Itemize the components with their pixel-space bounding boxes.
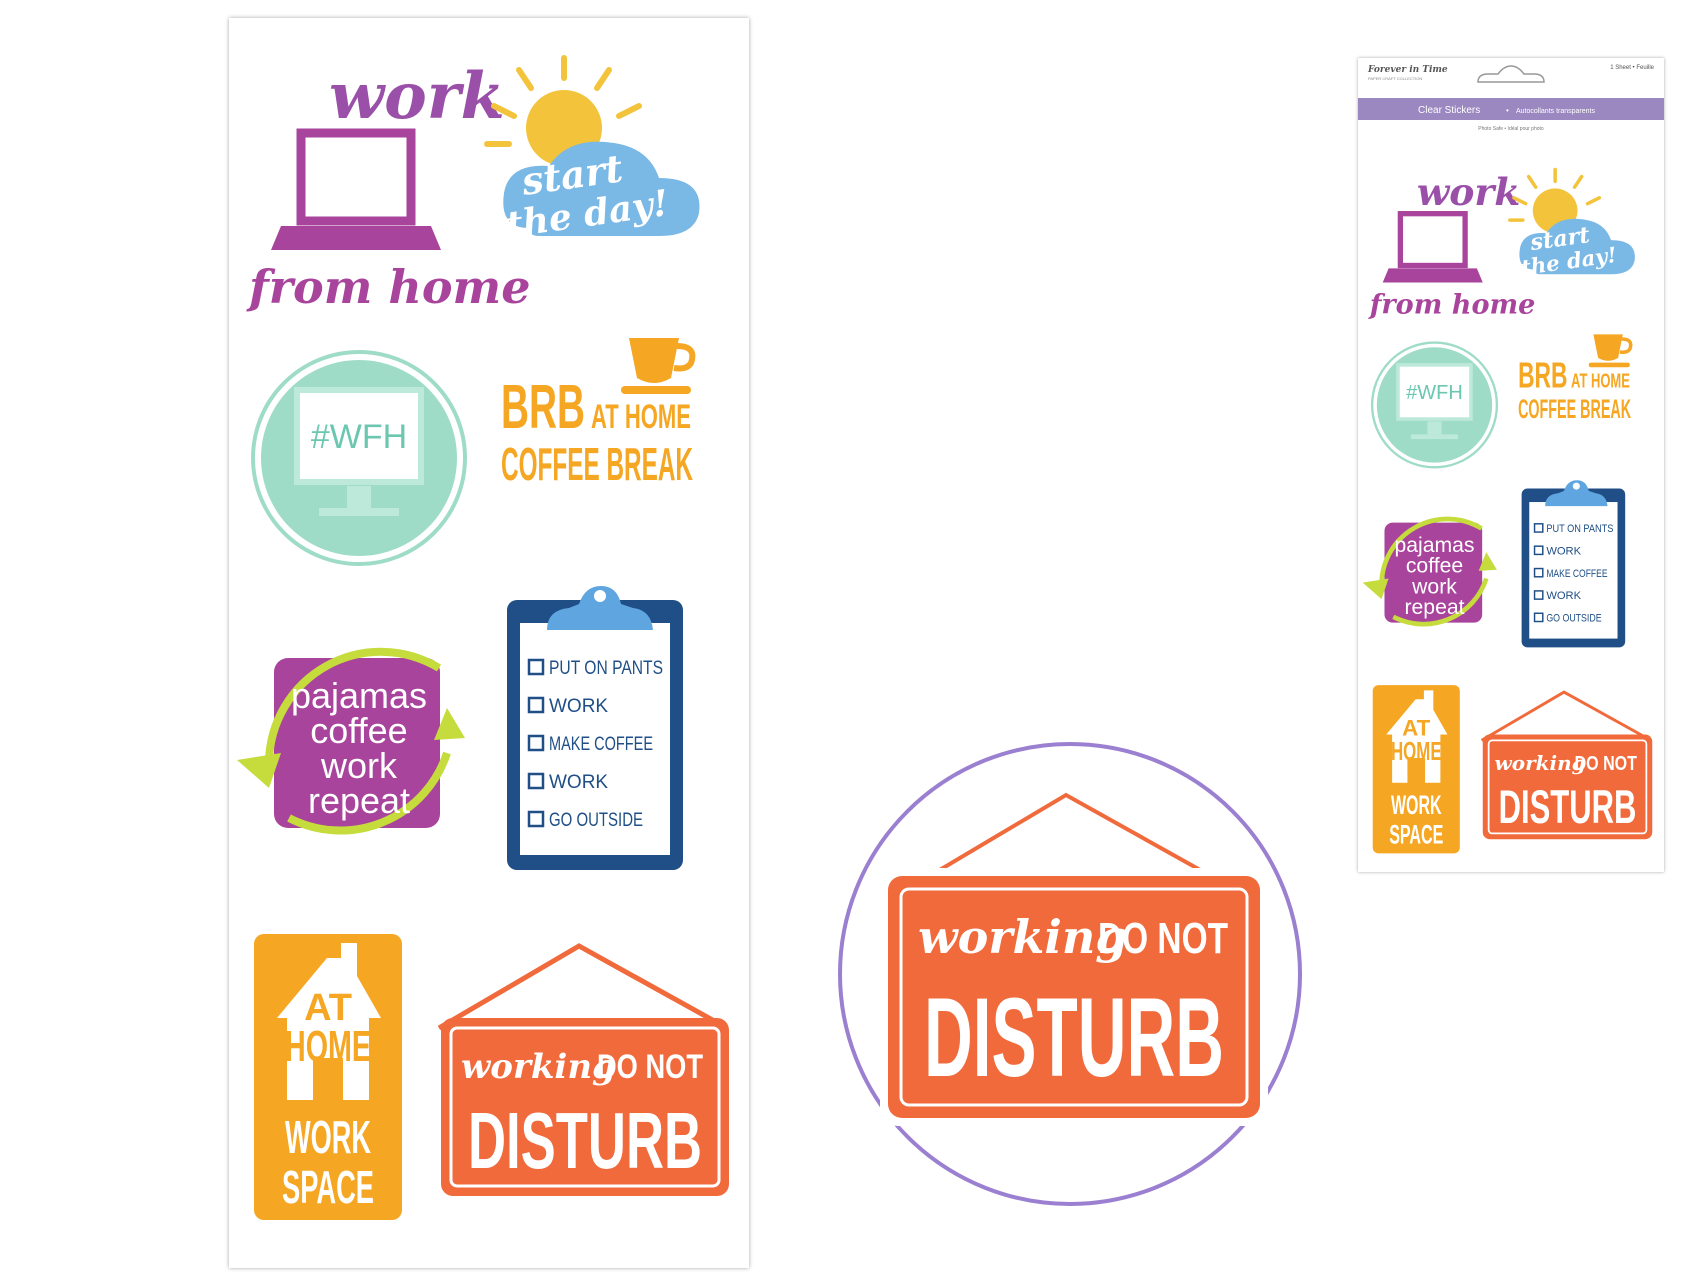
brand-name: Forever in Time <box>1367 65 1448 75</box>
disturb-text: DISTURB <box>468 1096 702 1185</box>
zoom-working-text: working <box>918 910 1127 964</box>
coffee-break-text: COFFEE BREAK <box>501 438 693 490</box>
zoom-artwork: working DO NOT DISTURB <box>838 742 1302 1206</box>
routine-line-pajamas: pajamas <box>291 675 427 716</box>
checklist-item-4: WORK <box>549 772 608 793</box>
hanger-string-icon <box>437 943 729 1031</box>
workspace-work: WORK <box>285 1111 371 1163</box>
monitor-icon <box>294 387 424 485</box>
work-text: work <box>329 59 505 134</box>
checklist-item-1: PUT ON PANTS <box>549 658 663 679</box>
hang-hole-icon <box>1477 65 1545 83</box>
checklist-item-5: GO OUTSIDE <box>549 810 643 831</box>
start-the-day-sticker: start the day! <box>484 55 700 246</box>
cycle-arrow-icon <box>265 647 442 764</box>
package-sticker-artwork-copy <box>1363 170 1653 854</box>
routine-line-work: work <box>320 745 398 786</box>
at-home-text: AT HOME <box>591 398 691 436</box>
working-text: working <box>461 1047 616 1087</box>
sticker-sheet: work from home <box>229 18 749 1268</box>
product-name: Clear Stickers <box>1418 105 1480 116</box>
product-separator-icon: • <box>1506 106 1509 115</box>
brb-text: BRB <box>501 373 585 442</box>
package-sticker-sheet <box>1358 146 1664 882</box>
wfh-sticker: #WFH <box>251 350 467 566</box>
checklist-items: PUT ON PANTS WORK MAKE COFFEE WORK GO OU… <box>527 658 663 831</box>
workspace-at: AT <box>304 987 352 1029</box>
checkbox-icon <box>527 658 545 676</box>
product-name-fr: Autocollants transparents <box>1516 108 1595 115</box>
house-icon <box>277 943 381 1100</box>
checkbox-icon <box>527 734 545 752</box>
checklist-item-2: WORK <box>549 696 608 717</box>
header-card: Forever in Time PAPER CRAFT COLLECTION 1… <box>1358 58 1664 146</box>
routine-line-repeat: repeat <box>308 780 410 821</box>
sheet-count: 1 Sheet • Feuille <box>1610 65 1654 71</box>
checklist-item-3: MAKE COFFEE <box>549 734 653 755</box>
sticker-sheet-artwork: work from home <box>237 55 729 1220</box>
work-from-home-sticker: work from home <box>246 59 530 314</box>
zoom-disturb-text: DISTURB <box>924 975 1224 1100</box>
do-not-text: DO NOT <box>597 1048 703 1086</box>
wfh-label: #WFH <box>311 418 407 456</box>
routine-line-coffee: coffee <box>310 710 407 751</box>
from-home-text: from home <box>246 260 530 314</box>
cloud-icon <box>503 141 700 236</box>
title-band <box>1358 98 1664 120</box>
brand-tagline: PAPER CRAFT COLLECTION <box>1368 76 1422 81</box>
detail-zoom-circle: working DO NOT DISTURB <box>836 740 1304 1208</box>
brb-coffee-sticker: BRB AT HOME COFFEE BREAK <box>501 338 696 490</box>
workspace-home: HOME <box>285 1022 371 1071</box>
coffee-cup-icon <box>629 338 679 383</box>
checklist-sticker: PUT ON PANTS WORK MAKE COFFEE WORK GO OU… <box>507 586 683 870</box>
zoom-do-not-text: DO NOT <box>1098 914 1228 963</box>
laptop-icon <box>296 128 416 226</box>
routine-sticker: pajamas coffee work repeat <box>237 647 465 835</box>
workspace-space: SPACE <box>282 1161 374 1213</box>
photo-safe-note: Photo Safe • Idéal pour photo <box>1478 126 1544 132</box>
checkbox-icon <box>527 696 545 714</box>
laptop-base-icon <box>271 226 441 250</box>
checkbox-icon <box>527 772 545 790</box>
clipboard-clip-icon <box>547 586 653 630</box>
package-sticker-artwork <box>1358 146 1664 882</box>
packaged-product: Forever in Time PAPER CRAFT COLLECTION 1… <box>1358 58 1664 872</box>
workspace-sticker: AT HOME WORK SPACE <box>254 934 402 1220</box>
checkbox-icon <box>527 810 545 828</box>
do-not-disturb-sticker: working DO NOT DISTURB <box>437 943 729 1196</box>
